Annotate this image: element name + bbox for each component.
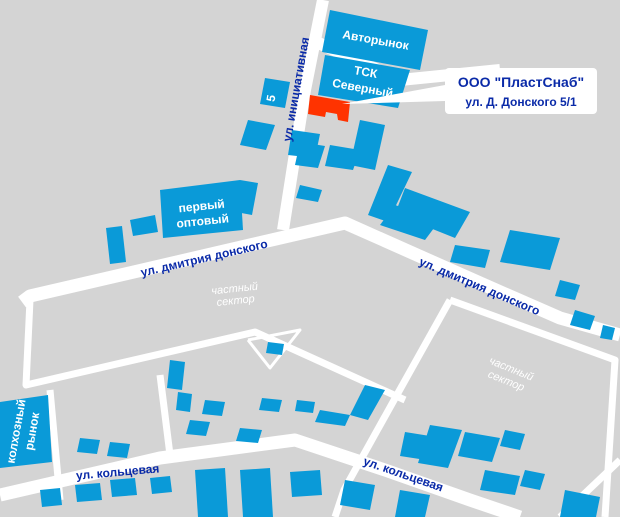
building-e5 [480,470,520,495]
building-f8 [340,480,375,510]
building-f4 [150,476,172,494]
building-c2 [395,188,470,238]
label-center-sector-2: сектор [216,293,255,309]
road-gray-triangle [246,328,302,370]
building-d3 [202,400,225,416]
building-e3 [458,432,500,462]
building-c8 [600,325,615,340]
building-d6 [350,385,385,420]
building-triangle-bldg [266,342,284,355]
label-center-sector-1: частный [211,281,259,298]
road-center-sector-right [448,296,619,517]
callout-pointer [342,85,445,104]
building-d10 [77,438,100,454]
building-avtorynok [322,10,428,70]
target-building[interactable] [308,95,350,122]
building-a5 [350,120,385,170]
label-optovy-1: первый [178,197,225,216]
building-c5 [450,245,490,268]
building-d2 [176,392,192,412]
building-optovy [160,180,243,238]
road-donskogo [18,216,620,342]
building-kolkhozny [0,395,52,468]
building-c1 [368,165,412,222]
building-a1 [240,120,275,150]
building-c4 [500,230,560,270]
building-e6 [520,470,545,490]
road-koltsevaya [0,433,523,517]
road-center-diag [331,298,454,517]
building-c7 [570,310,595,330]
road-mid-vertical [156,374,174,456]
building-c3 [380,205,440,240]
callout: ООО "ПластСнаб" ул. Д. Донского 5/1 [445,68,597,114]
building-5 [260,78,290,108]
callout-address: ул. Д. Донского 5/1 [465,95,577,109]
road-west-vertical [46,389,64,501]
road-initiativnaya [277,0,329,231]
building-d7 [315,410,350,426]
building-f10 [560,490,600,517]
building-f2 [75,483,102,502]
building-c6 [555,280,580,300]
building-d1 [167,360,185,390]
building-b1 [130,215,158,236]
road-block-west [22,299,407,404]
building-f9 [395,490,430,517]
building-d8 [186,420,210,436]
building-d11 [107,442,130,458]
building-d5 [295,400,315,413]
building-e2 [418,425,462,468]
building-d4 [259,398,282,412]
building-f1 [40,488,62,507]
building-a6 [296,185,322,202]
building-f7 [290,470,322,497]
label-optovy-2: оптовый [176,211,230,230]
label-building-5: 5 [264,93,279,102]
label-tsk-1: ТСК [353,63,379,81]
building-f6 [240,468,273,517]
building-a3 [295,142,325,168]
building-b2 [106,226,126,264]
buildings [0,10,615,517]
building-e4 [500,430,525,450]
callout-company: ООО "ПластСнаб" [458,74,584,90]
building-f3 [110,478,137,497]
callout-box [445,68,597,114]
building-tsk [318,55,410,108]
label-kolkhozny-2: рынок [22,410,43,451]
building-f5 [195,468,228,517]
building-d9 [236,428,262,443]
